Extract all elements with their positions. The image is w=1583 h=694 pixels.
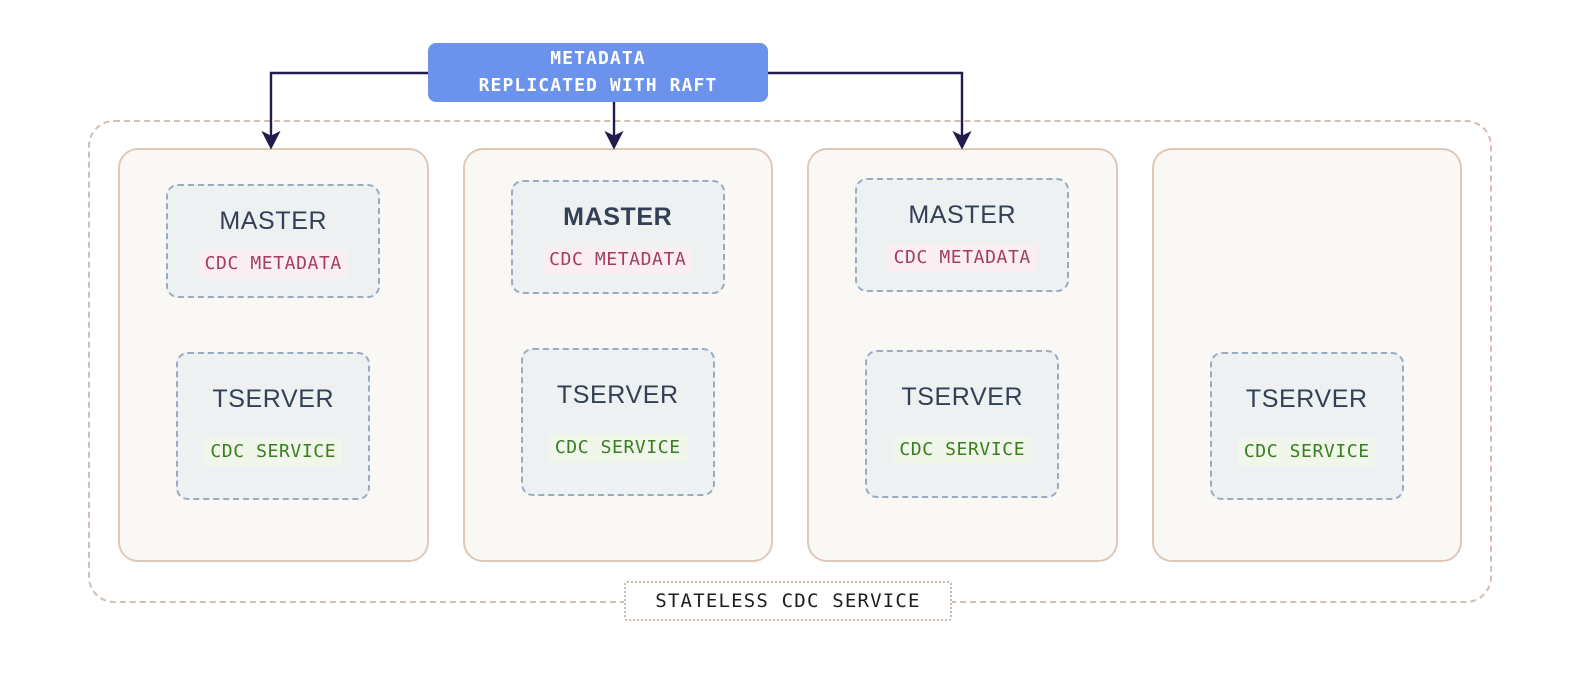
cdc-service-tag-3: CDC SERVICE: [893, 435, 1032, 464]
node-card-1[interactable]: MASTER CDC METADATA TSERVER CDC SERVICE: [118, 148, 429, 562]
master-process-2[interactable]: MASTER CDC METADATA: [510, 180, 725, 294]
master-title-3: MASTER: [908, 200, 1017, 229]
master-process-1[interactable]: MASTER CDC METADATA: [166, 184, 381, 298]
banner-line-1: METADATA: [550, 48, 646, 70]
master-title-2: MASTER: [563, 202, 673, 231]
cdc-metadata-tag-2: CDC METADATA: [543, 245, 693, 274]
tserver-process-3[interactable]: TSERVER CDC SERVICE: [865, 350, 1060, 498]
banner-line-2: REPLICATED WITH RAFT: [478, 74, 718, 96]
cdc-service-tag-4: CDC SERVICE: [1237, 437, 1376, 466]
cdc-service-tag-1: CDC SERVICE: [204, 437, 343, 466]
tserver-process-2[interactable]: TSERVER CDC SERVICE: [520, 348, 715, 496]
tserver-title-2: TSERVER: [556, 380, 679, 409]
cdc-metadata-tag-3: CDC METADATA: [887, 243, 1037, 272]
cluster-caption-text: STATELESS CDC SERVICE: [655, 590, 921, 612]
node-card-3[interactable]: MASTER CDC METADATA TSERVER CDC SERVICE: [807, 148, 1118, 562]
cluster-caption: STATELESS CDC SERVICE: [624, 581, 952, 621]
node-card-4[interactable]: TSERVER CDC SERVICE: [1151, 148, 1462, 562]
tserver-title-4: TSERVER: [1245, 384, 1368, 413]
node-card-2[interactable]: MASTER CDC METADATA TSERVER CDC SERVICE: [462, 148, 773, 562]
tserver-title-1: TSERVER: [212, 384, 335, 413]
tserver-title-3: TSERVER: [901, 382, 1024, 411]
metadata-raft-banner: METADATA REPLICATED WITH RAFT: [428, 43, 768, 102]
cdc-service-tag-2: CDC SERVICE: [548, 433, 687, 462]
tserver-process-1[interactable]: TSERVER CDC SERVICE: [176, 352, 371, 500]
tserver-process-4[interactable]: TSERVER CDC SERVICE: [1209, 352, 1404, 500]
node-row: MASTER CDC METADATA TSERVER CDC SERVICE …: [118, 148, 1462, 562]
cdc-metadata-tag-1: CDC METADATA: [198, 249, 348, 278]
master-process-3[interactable]: MASTER CDC METADATA: [855, 178, 1070, 292]
master-title-1: MASTER: [219, 206, 328, 235]
